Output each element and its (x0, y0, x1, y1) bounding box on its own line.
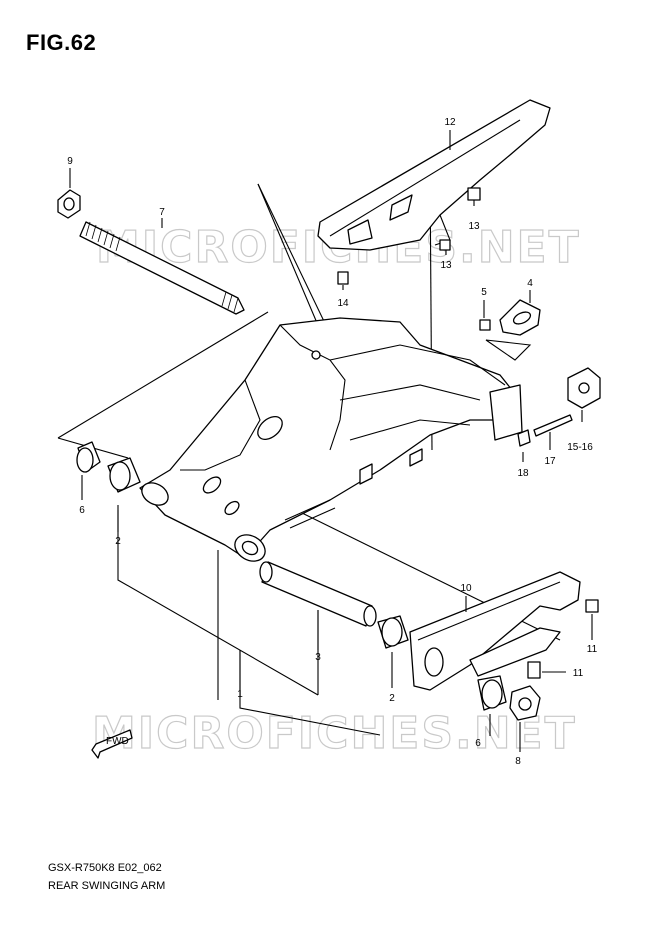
chain-adjuster-parts (517, 367, 601, 447)
shaft-nut (57, 189, 81, 219)
callout-12: 12 (444, 117, 456, 128)
right-fasteners (477, 599, 599, 721)
callout-2a: 2 (115, 536, 121, 547)
fwd-text: FWD (106, 736, 129, 747)
callout-11b: 11 (573, 668, 584, 679)
callout-6b: 6 (475, 738, 481, 749)
callout-2b: 2 (389, 693, 395, 704)
callout-9: 9 (67, 156, 73, 167)
watermark-bottom: MICROFICHES.NET (92, 708, 577, 759)
left-bearing-parts (76, 441, 141, 493)
callout-6a: 6 (79, 505, 85, 516)
figure-name: REAR SWINGING ARM (48, 880, 166, 892)
callout-4: 4 (527, 278, 533, 289)
callout-13a: 13 (468, 221, 480, 232)
case-bolts (337, 187, 481, 285)
callout-labels: 1 2 2 3 4 5 6 6 7 8 9 10 11 11 12 13 13 … (67, 117, 597, 767)
pivot-tube (259, 561, 377, 627)
callout-5: 5 (481, 287, 487, 298)
callout-7: 7 (159, 207, 165, 218)
callout-18: 18 (517, 468, 529, 479)
callout-13b: 13 (440, 260, 452, 271)
callout-1: 1 (237, 689, 243, 700)
fwd-arrow-icon: FWD (91, 729, 133, 759)
callout-14: 14 (337, 298, 349, 309)
callout-3: 3 (315, 652, 321, 663)
right-bearing (377, 615, 409, 649)
chain-buffer (409, 571, 581, 691)
callout-17: 17 (544, 456, 556, 467)
leader-lines (69, 130, 593, 752)
chain-case (317, 99, 551, 251)
callout-15-16: 15-16 (567, 442, 593, 453)
bracket-and-bolt (479, 299, 541, 336)
swing-arm-body (139, 317, 523, 562)
callout-11a: 11 (587, 644, 598, 655)
callout-8: 8 (515, 756, 521, 767)
callout-10: 10 (460, 583, 472, 594)
figure-code: GSX-R750K8 E02_062 (48, 862, 162, 874)
figure-title: FIG.62 (26, 30, 97, 55)
pivot-shaft (79, 221, 245, 315)
